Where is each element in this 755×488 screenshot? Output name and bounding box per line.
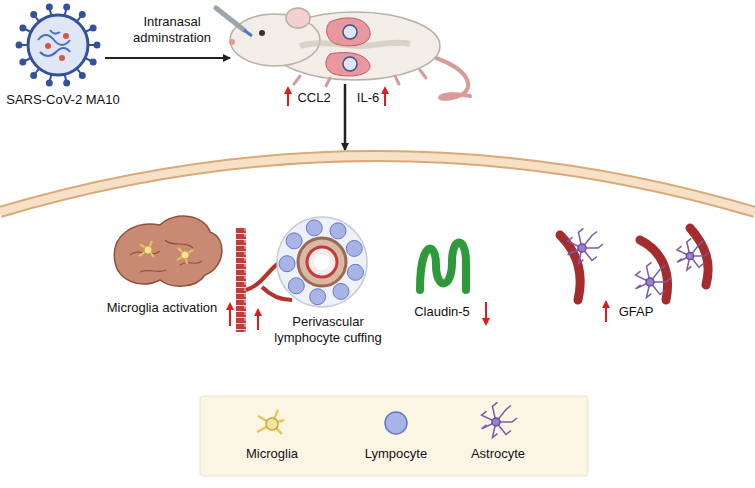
legend-astrocyte-icon: [482, 402, 517, 437]
increase-arrow: [384, 90, 386, 106]
brain-icon: [114, 216, 222, 286]
admin-arrow: [105, 57, 230, 59]
skull-band: [0, 156, 755, 212]
annotation-label: SARS-CoV-2 MA10: [3, 92, 123, 108]
annotation-label: Intranasal adminstration: [117, 14, 227, 46]
annotation-label: IL-6: [351, 90, 385, 106]
increase-arrow: [287, 90, 289, 106]
legend-label: Lympocyte: [351, 446, 441, 462]
annotation-label: CCL2: [291, 90, 337, 106]
annotation-label: Microglia activation: [102, 300, 222, 316]
astrocyte-vessel-icon: [560, 228, 709, 300]
virus-icon: [17, 4, 100, 85]
legend-panel: [200, 396, 588, 476]
mouse-illustration: [216, 8, 470, 99]
annotation-label: GFAP: [611, 304, 661, 320]
annotation-label: Perivascular lymphocyte cuffing: [258, 314, 398, 346]
down-arrow: [344, 84, 347, 150]
increase-arrow: [229, 306, 231, 326]
annotation-label: Claudin-5: [402, 304, 482, 320]
increase-arrow: [605, 304, 607, 322]
legend-microglia-icon: [257, 410, 284, 434]
legend-label: Microglia: [227, 446, 317, 462]
legend-label: Astrocyte: [453, 446, 543, 462]
decrease-arrow: [485, 302, 487, 322]
legend-lymphocyte-icon: [385, 412, 407, 434]
increase-arrow: [257, 312, 259, 330]
claudin-5-protein: [420, 243, 466, 291]
